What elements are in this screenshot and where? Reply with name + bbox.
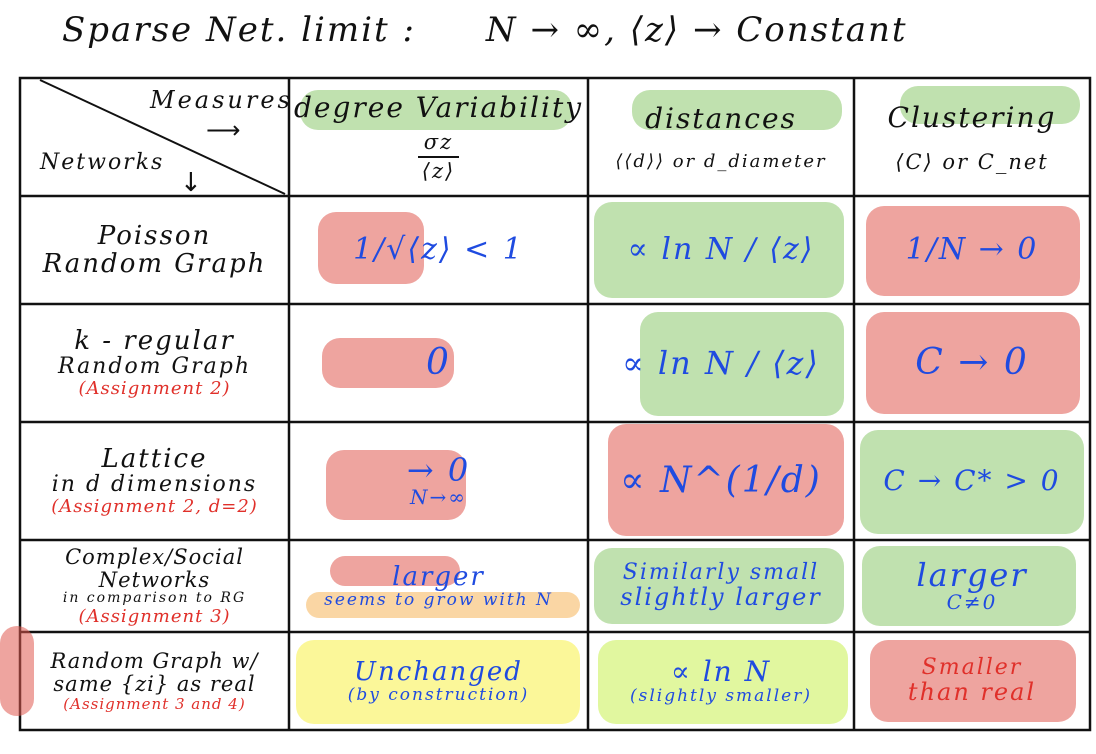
row-kregular-degree: 0 (289, 304, 588, 422)
highlight-poisson-distance (594, 202, 844, 298)
distances-header-title: distances (645, 102, 797, 136)
header-clustering: Clustering ⟨C⟩ or C_net (854, 80, 1090, 196)
row-poisson-degree: 1/√⟨z⟩ < 1 (289, 196, 588, 304)
kregular-distance-value: ∝ ln N / ⟨z⟩ (622, 343, 820, 382)
row-kregular-line1: k - regular (74, 326, 235, 357)
clustering-header-formula: ⟨C⟩ or C_net (895, 149, 1049, 174)
row-lattice-line1: Lattice (101, 444, 208, 475)
corner-networks-label: Networks (40, 150, 165, 175)
clustering-header-title: Clustering (887, 100, 1057, 134)
arrow-down-icon: ↓ (180, 168, 202, 198)
complex-clustering-value: larger (916, 555, 1028, 594)
row-complex-line2: in comparison to RG (62, 590, 247, 607)
lattice-degree-note: N→∞ (410, 485, 467, 510)
row-complex-line1: Complex/Social Networks (65, 545, 244, 592)
complex-distance-note: slightly larger (620, 582, 822, 611)
highlight-kregular-distance (640, 312, 844, 416)
row-poisson-line1: Poisson (97, 220, 212, 251)
page-title: Sparse Net. limit : N → ∞, ⟨z⟩ → Constant (62, 10, 962, 66)
row-samez-line1: Random Graph w/ (50, 649, 259, 674)
row-kregular-distance: ∝ ln N / ⟨z⟩ (588, 304, 854, 422)
samez-clustering-note: than real (907, 677, 1037, 706)
degree-fraction: σz ⟨z⟩ (417, 131, 460, 184)
samez-degree-value: Unchanged (354, 656, 523, 687)
row-complex-name: Complex/Social Networks in comparison to… (20, 540, 289, 632)
poisson-clustering-value: 1/N → 0 (905, 231, 1039, 267)
complex-distance-value: Similarly small (622, 560, 820, 586)
complex-degree-note: seems to grow with N (324, 589, 553, 610)
row-kregular-line2: Random Graph (58, 354, 251, 380)
row-lattice-name: Lattice in d dimensions (Assignment 2, d… (20, 422, 289, 540)
highlight-complex-distance (594, 548, 844, 624)
row-samez-distance: ∝ ln N (slightly smaller) (588, 632, 854, 730)
row-complex-clustering: larger C≠0 (854, 540, 1090, 632)
row-poisson-clustering: 1/N → 0 (854, 196, 1090, 304)
degree-fraction-den: ⟨z⟩ (421, 159, 456, 184)
lattice-degree-value: → 0 (406, 450, 471, 489)
highlight-poisson-degree (318, 212, 424, 284)
highlight-clustering-header (900, 86, 1080, 124)
row-samez-line2: same {zi} as real (53, 671, 256, 696)
row-kregular-clustering: C → 0 (854, 304, 1090, 422)
kregular-clustering-value: C → 0 (915, 341, 1029, 383)
row-poisson-name: Poisson Random Graph (20, 196, 289, 304)
row-complex-degree: larger seems to grow with N (289, 540, 588, 632)
lattice-clustering-value: C → C* > 0 (883, 463, 1061, 497)
samez-clustering-value: Smaller (921, 655, 1023, 681)
row-samez-degree: Unchanged (by construction) (289, 632, 588, 730)
header-degree: degree Variability σz ⟨z⟩ (289, 80, 588, 196)
poisson-degree-value: 1/√⟨z⟩ < 1 (353, 231, 524, 267)
header-distances: distances ⟨⟨d⟩⟩ or d_diameter (588, 80, 854, 196)
highlight-poisson-clustering (866, 206, 1080, 296)
highlight-lattice-clustering (860, 430, 1084, 534)
row-lattice-distance: ∝ N^(1/d) (588, 422, 854, 540)
highlight-kregular-degree (322, 338, 454, 388)
row-lattice-degree: → 0 N→∞ (289, 422, 588, 540)
highlight-distance-header (632, 90, 842, 130)
samez-distance-note: (slightly smaller) (629, 685, 812, 706)
distances-header-formula: ⟨⟨d⟩⟩ or d_diameter (615, 151, 827, 173)
row-lattice-assignment: (Assignment 2, d=2) (51, 496, 258, 518)
samez-degree-note: (by construction) (347, 684, 530, 705)
row-samez-name: Random Graph w/ same {zi} as real (Assig… (20, 632, 289, 730)
row-poisson-distance: ∝ ln N / ⟨z⟩ (588, 196, 854, 304)
highlight-samez-degree (296, 640, 580, 724)
row-poisson-line2: Random Graph (42, 249, 267, 279)
degree-header-title: degree Variability (293, 91, 584, 125)
kregular-degree-value: 0 (426, 341, 451, 383)
highlight-samez-clustering (870, 640, 1076, 722)
complex-clustering-note: C≠0 (946, 590, 998, 615)
title-right: N → ∞, ⟨z⟩ → Constant (485, 10, 908, 50)
row-samez-clustering: Smaller than real (854, 632, 1090, 730)
highlight-complex-degree-red (330, 556, 460, 586)
lattice-distance-value: ∝ N^(1/d) (620, 459, 822, 501)
row-samez-assignment: (Assignment 3 and 4) (63, 694, 246, 713)
complex-degree-value: larger (392, 561, 485, 592)
row-complex-distance: Similarly small slightly larger (588, 540, 854, 632)
row-lattice-clustering: C → C* > 0 (854, 422, 1090, 540)
arrow-right-icon: ⟶ (206, 116, 241, 144)
highlight-left-margin (0, 626, 34, 716)
samez-distance-value: ∝ ln N (670, 654, 772, 688)
highlight-lattice-degree (326, 450, 466, 520)
row-kregular-name: k - regular Random Graph (Assignment 2) (20, 304, 289, 422)
highlight-kregular-clustering (866, 312, 1080, 414)
title-left: Sparse Net. limit : (62, 10, 416, 50)
highlight-complex-degree-orange (306, 592, 580, 618)
highlight-samez-distance (598, 640, 848, 724)
highlight-complex-clustering (862, 546, 1076, 626)
poisson-distance-value: ∝ ln N / ⟨z⟩ (627, 231, 815, 267)
highlight-degree-header (300, 90, 572, 130)
row-kregular-assignment: (Assignment 2) (78, 378, 231, 400)
highlight-lattice-distance (608, 424, 844, 536)
row-complex-assignment: (Assignment 3) (78, 605, 231, 627)
degree-header-formula: σz ⟨z⟩ (417, 131, 460, 184)
corner-measures-label: Measures (150, 86, 293, 114)
row-lattice-line2: in d dimensions (51, 472, 258, 498)
degree-fraction-num: σz (417, 131, 460, 159)
